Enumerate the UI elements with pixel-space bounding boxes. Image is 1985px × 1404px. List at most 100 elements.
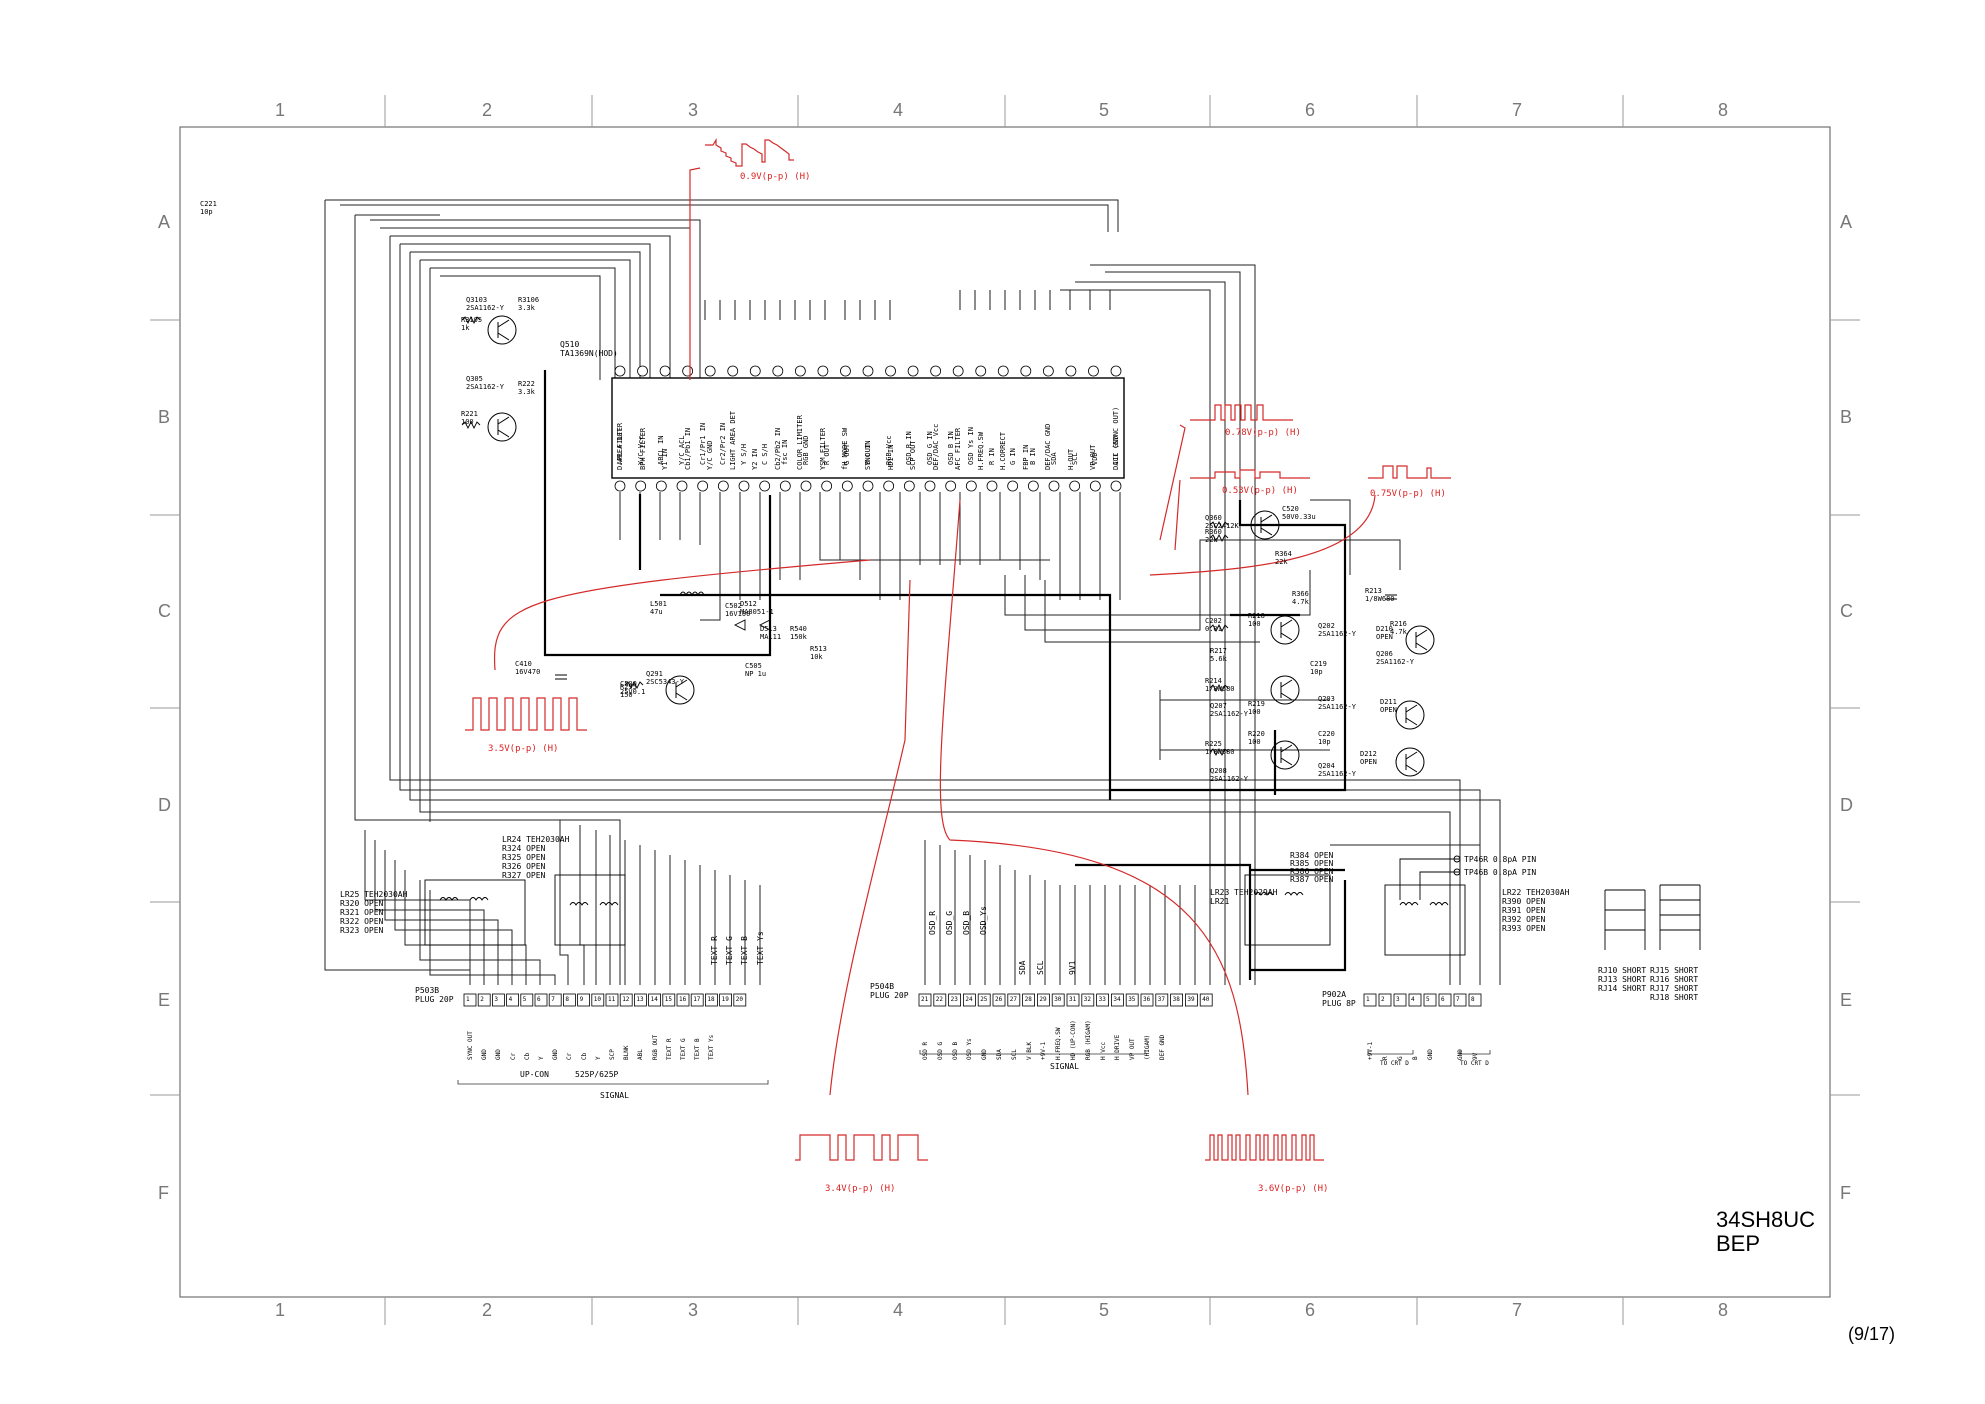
connector-pin-number: 22 [935, 996, 944, 1003]
connector-pin-number: 31 [1069, 996, 1077, 1003]
row-label-right-D: D [1840, 795, 1853, 815]
connector-pin [1363, 993, 1377, 1007]
connector-pin-number: 3 [494, 996, 499, 1003]
ic-top-pin [794, 365, 806, 377]
connector-pin-number: 36 [1143, 996, 1151, 1003]
component-value: 2SA1162-Y [1210, 710, 1248, 718]
col-label-8: 8 [1718, 100, 1729, 120]
connector-pin [1393, 993, 1407, 1007]
ic-bottom-pin-label: B IN [1029, 448, 1038, 465]
connector-pin [1081, 993, 1095, 1007]
row-label-E: E [158, 990, 171, 1010]
waveform-traces [465, 137, 1451, 1161]
component-ref: R3106 [518, 296, 540, 304]
component-value: MA8051-1 [740, 608, 774, 616]
connector-pin [1170, 993, 1183, 1007]
connector-pin [948, 993, 961, 1007]
col-label-bottom-7: 7 [1512, 1300, 1523, 1320]
component-value: 16V470 [515, 668, 541, 676]
connector-signal-label: OSD B [951, 1041, 959, 1060]
ic-bottom-pin-label: SDA [1050, 452, 1058, 465]
component-ref: R360 [1205, 528, 1222, 536]
component-value: 10p [200, 208, 213, 216]
ic-top-pin [1042, 365, 1054, 377]
ic-bottom-pin-label: G IN [1008, 448, 1017, 465]
page-number: (9/17) [1848, 1324, 1896, 1344]
waveform-label-7: 3.6V(p-p) (H) [1258, 1184, 1329, 1194]
ic-bottom-pin [614, 480, 626, 492]
component-value: 10p [1318, 738, 1331, 746]
ic-top-pin [885, 365, 896, 377]
ic-top-pin [1088, 365, 1099, 377]
connector-signal-label: R [1382, 1056, 1389, 1060]
row-label-right-F: F [1840, 1183, 1851, 1203]
connector-pin [1051, 993, 1065, 1007]
connector-pin-number: 40 [1202, 996, 1210, 1003]
connector-pin-number: 5 [522, 996, 527, 1003]
test-point-tp46b: TP46B 0.8pA PIN [1464, 868, 1537, 877]
component-ref: Q207 [1210, 702, 1227, 710]
net-text-ys: TEXT Ys [756, 931, 765, 965]
net-osd-ys: OSD_Ys [979, 906, 988, 935]
connector-pin-number: 26 [995, 996, 1003, 1003]
ic-bottom-pin-label: Cr2/Pr2 IN [719, 422, 728, 465]
component-value: 16V100 [725, 610, 751, 618]
connector-pin [563, 993, 576, 1007]
ic-top-pin [727, 365, 739, 377]
component-ref: D212 [1360, 750, 1377, 758]
connector-pin-number: 4 [508, 996, 513, 1003]
connector-pin-number: 18 [707, 996, 715, 1003]
row-label-D: D [158, 795, 171, 815]
component-value: 100 [1248, 620, 1261, 628]
connector-pin-number: 39 [1187, 996, 1195, 1003]
component-value: 22k [1275, 558, 1288, 566]
connector-pin-number: 20 [735, 996, 744, 1003]
connector-signal-label: RGB (HIGAM) [1084, 1020, 1092, 1060]
connector-pin [491, 993, 505, 1007]
connector-pin-number: 27 [1009, 996, 1018, 1003]
ic-bottom-pin [717, 480, 729, 492]
component-value: 47u [650, 608, 663, 616]
ic-bottom-pin [965, 480, 977, 492]
waveform-trace-7 [1205, 1134, 1324, 1161]
connector-pin [1378, 993, 1392, 1007]
model-number: 34SH8UC [1716, 1207, 1816, 1232]
connector-pin [648, 993, 661, 1007]
ic-top-pin [907, 365, 919, 377]
connector-pin [719, 993, 732, 1007]
connector-pin [1438, 993, 1452, 1007]
connector-pin [1408, 993, 1422, 1007]
component-ref: C202 [1205, 617, 1222, 625]
waveform-label-6: 3.4V(p-p) (H) [825, 1184, 896, 1194]
component-value: 100 [1248, 708, 1261, 716]
row-label-F: F [158, 1183, 169, 1203]
ic-bottom-pin-label: fsc IN [781, 439, 790, 465]
ic-bottom-pin-label: G OUT [843, 443, 852, 465]
connector-signal-label: +9V-1 [1040, 1041, 1048, 1060]
connector-pin-number: 25 [980, 996, 988, 1003]
waveform-lead-4 [1149, 494, 1376, 576]
ic-top-pin [1020, 365, 1032, 377]
net-osd-r: OSD_R [928, 910, 937, 935]
ic-top-pin-label: AFC FILTER [954, 427, 963, 470]
connector-pin [1096, 993, 1109, 1007]
col-label-bottom-4: 4 [893, 1300, 904, 1320]
col-label-6: 6 [1305, 100, 1316, 120]
connector-pin [506, 993, 520, 1007]
group-label-signal-2: SIGNAL [1050, 1062, 1079, 1071]
col-label-bottom-5: 5 [1099, 1300, 1110, 1320]
connector-signal-label: H.FREQ.SW [1055, 1027, 1063, 1060]
component-ref: D210 [1376, 625, 1393, 633]
connector-pin [918, 993, 932, 1007]
ic-top-pin-label: Y/C GND [706, 440, 715, 470]
row-label-C: C [158, 601, 171, 621]
ic-top-pin [997, 365, 1009, 377]
